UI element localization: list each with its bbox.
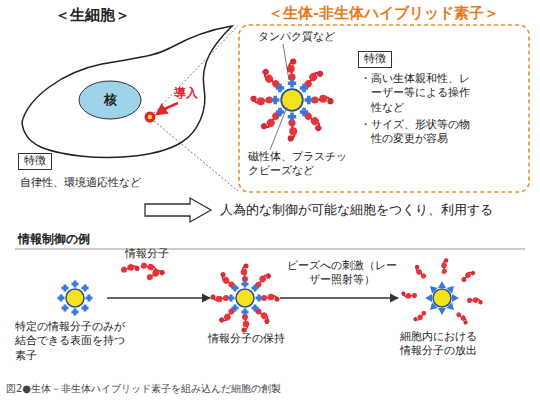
free-molecules [120, 261, 165, 282]
cell-outline: ＜生細胞＞ 核 [0, 0, 240, 168]
releasing-particle [401, 258, 483, 326]
releasing-particle [455, 311, 470, 326]
releasing-particle [401, 291, 417, 299]
hybrid-element-panel: ＜生体-非生体ハイブリッド素子＞ タンパク質など磁性体、プラスチックビーズなど ・高… [238, 4, 530, 194]
feature-tag: 特徴 [358, 51, 392, 68]
binding-particle [66, 289, 84, 307]
node-text: 磁性体、プラスチックビーズなど [248, 150, 348, 179]
releasing-particle [440, 258, 448, 274]
releasing-particle [446, 283, 457, 294]
releasing-particle [467, 297, 483, 305]
heading-rule [15, 249, 525, 250]
annotation: 情報制御の例 [18, 232, 168, 248]
node-text: ・サイズ、形状等の物性の変更が容易 [360, 118, 475, 147]
releasing-particle [452, 294, 459, 302]
releasing-particle [433, 289, 451, 307]
cell-membrane [22, 26, 232, 157]
releasing-particle [438, 308, 446, 315]
feature-tag: 特徴 [18, 153, 52, 170]
annotation: 導入 [174, 86, 214, 102]
tag-box [19, 154, 52, 170]
holding-element: 情報分子の保持 [212, 268, 278, 328]
releasing-particle [446, 302, 457, 313]
free-molecules [145, 267, 165, 282]
hybrid-particle [271, 79, 313, 121]
releasing-particle [427, 283, 438, 294]
node-heading: 特徴 [18, 153, 52, 170]
releasing-particle [427, 302, 438, 313]
block-arrow [145, 198, 211, 222]
node-heading: ＜生細胞＞ [55, 6, 185, 26]
nucleus: 核 [78, 80, 142, 120]
releasing-particle [412, 264, 427, 280]
figure-caption: 図2●生体－非生体ハイブリッド素子を組み込んだ細胞の創製 [6, 382, 506, 395]
hybrid-particle [250, 58, 333, 141]
free-molecules [120, 263, 140, 274]
edge-label: 情報分子 [112, 247, 182, 261]
nucleus-shape [79, 81, 141, 119]
holding-particle [210, 263, 279, 332]
hybrid-particle [250, 58, 333, 141]
binding-particle [58, 281, 93, 316]
releasing-particle [438, 281, 446, 288]
binding-particle [58, 281, 93, 316]
dashed-frame [239, 25, 529, 192]
node-heading: 情報分子の保持 [206, 332, 286, 346]
releasing-particle [460, 268, 476, 283]
flow-arrow [107, 297, 210, 298]
node-heading: 特定の情報分子のみが結合できる表面を持つ素子 [15, 320, 133, 363]
flow-arrow [280, 297, 398, 298]
releasing-particle [413, 309, 428, 323]
tag-box [359, 52, 392, 68]
node-heading: 細胞内における情報分子の放出 [400, 330, 484, 359]
node-heading: 特徴 [358, 51, 392, 68]
pointer-line [270, 44, 289, 150]
annotation: 自律性、環境適応性など [20, 176, 220, 190]
node-heading: ＜生体-非生体ハイブリッド素子＞ [268, 4, 523, 23]
hybrid-particle [281, 89, 303, 111]
annotation: 人為的な制御が可能な細胞をつくり、利用する [220, 202, 530, 219]
node-text: ・高い生体親和性、レーザー等による操作性など [360, 72, 475, 115]
edge-label: ビーズへの刺激（レーザー照射等） [284, 259, 400, 288]
releasing-element: 細胞内における情報分子の放出 [400, 263, 484, 333]
free-molecules [140, 261, 160, 275]
node-text: タンパク質など [258, 30, 353, 44]
holding-particle [210, 263, 279, 332]
binding-element: 特定の情報分子のみが結合できる表面を持つ素子 [45, 270, 105, 326]
holding-particle [236, 289, 254, 307]
node-heading: 核 [78, 80, 142, 120]
holding-particle [228, 281, 263, 316]
releasing-particle [425, 294, 432, 302]
